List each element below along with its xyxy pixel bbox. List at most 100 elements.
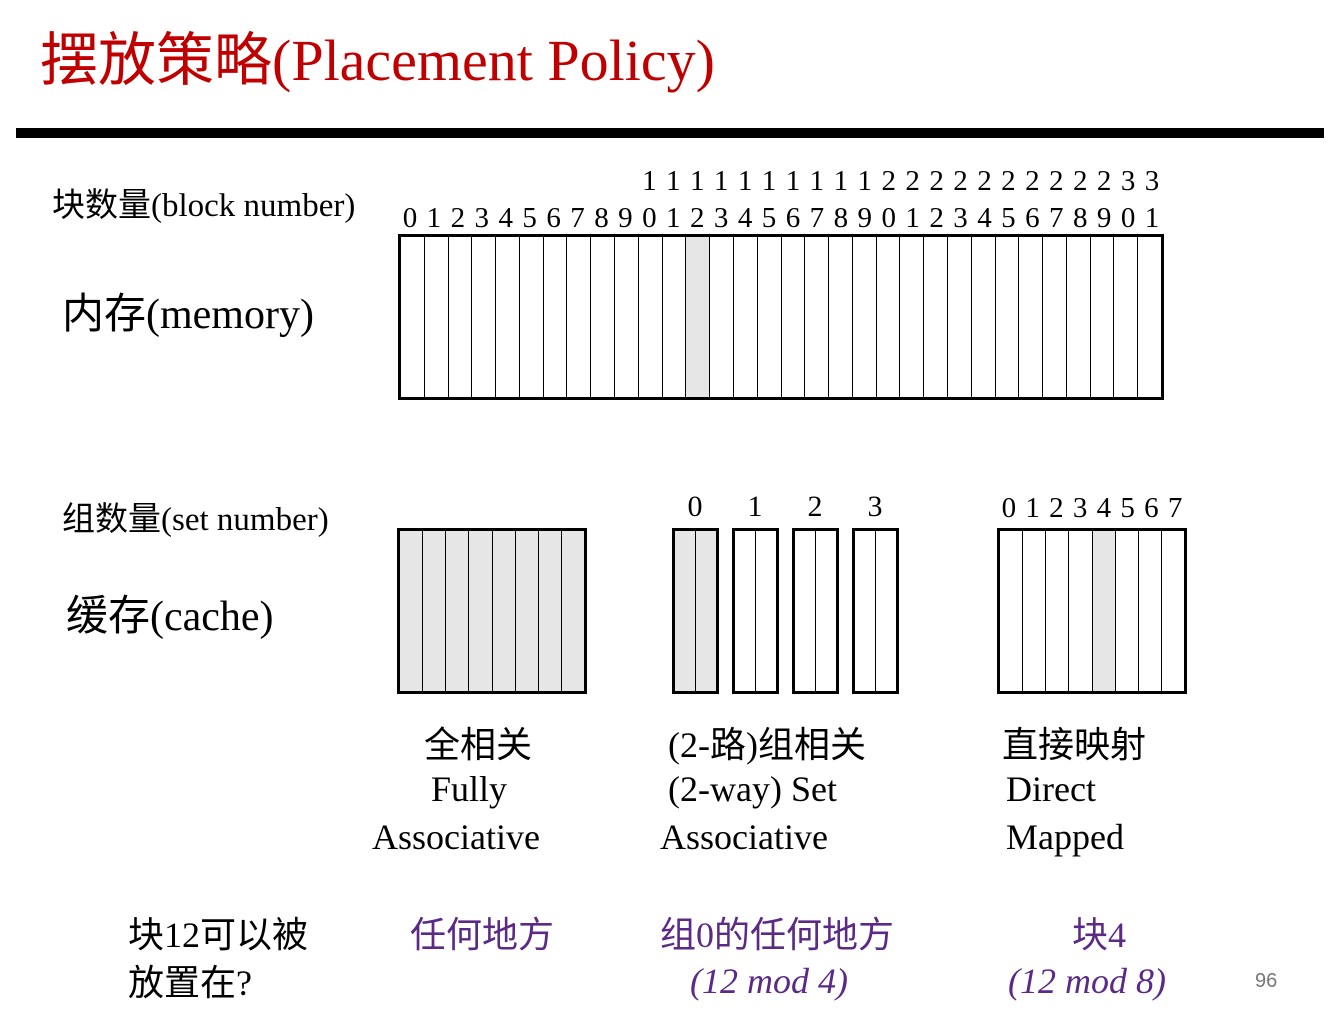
cache-block-cell xyxy=(675,531,696,691)
cache-block-cell xyxy=(639,237,663,397)
tens-digit: 2 xyxy=(1096,165,1112,197)
cache-block-cell xyxy=(1162,531,1184,691)
cache-block-cell xyxy=(734,237,758,397)
caption-fully-en1: Fully xyxy=(431,769,508,809)
ones-digit: 1 xyxy=(905,202,920,234)
cache-block-cell xyxy=(948,237,972,397)
question-line2: 放置在? xyxy=(128,963,252,1003)
tens-digit: 1 xyxy=(833,165,849,197)
cache-block-cell xyxy=(544,237,568,397)
ones-digit: 0 xyxy=(881,202,896,234)
direct-labels-digit: 3 xyxy=(1072,492,1088,524)
cache-block-cell xyxy=(710,237,734,397)
cache-block-cell xyxy=(1139,531,1162,691)
direct-labels-digit: 6 xyxy=(1144,492,1159,524)
tens-digit: 3 xyxy=(1144,165,1160,197)
tens-digit: 1 xyxy=(785,165,801,197)
cache-block-cell xyxy=(425,237,449,397)
cache-block-cell xyxy=(1069,531,1093,691)
ones-digit: 6 xyxy=(785,202,801,234)
direct-mapped-cache xyxy=(997,528,1187,694)
tens-digit: 1 xyxy=(761,165,777,197)
caption-direct-en1: Direct xyxy=(1006,769,1096,809)
cache-block-cell xyxy=(696,531,716,691)
answer-set-line1: 组0的任何地方 xyxy=(660,915,895,955)
memory-blocks xyxy=(398,234,1164,400)
ones-digit: 6 xyxy=(1025,202,1040,234)
cache-block-cell xyxy=(472,237,497,397)
answer-set-line2: (12 mod 4) xyxy=(690,961,848,1001)
cache-block-cell xyxy=(469,531,493,691)
cache-block-cell xyxy=(1043,237,1067,397)
ones-digit: 6 xyxy=(546,202,561,234)
block-number-label: 块数量(block number) xyxy=(52,188,356,224)
direct-labels-digit: 4 xyxy=(1096,492,1112,524)
cache-block-cell xyxy=(567,237,592,397)
direct-labels-digit: 1 xyxy=(1025,492,1040,524)
tens-digit: 1 xyxy=(666,165,681,197)
cache-block-cell xyxy=(492,531,516,691)
title-divider xyxy=(16,128,1324,138)
cache-block-cell xyxy=(561,531,584,691)
cache-block-cell xyxy=(855,531,876,691)
ones-digit: 4 xyxy=(737,202,753,234)
ones-digit: 4 xyxy=(498,202,513,234)
set-number-label-0: 0 xyxy=(687,490,703,523)
cache-block-cell xyxy=(996,237,1020,397)
cache-block-cell xyxy=(805,237,830,397)
tens-digit: 2 xyxy=(905,165,920,197)
cache-block-cell xyxy=(924,237,948,397)
ones-digit: 2 xyxy=(450,202,466,234)
caption-fully-en2: Associative xyxy=(372,817,540,857)
tens-digit: 2 xyxy=(977,165,992,197)
cache-block-cell xyxy=(1116,531,1139,691)
ones-digit: 9 xyxy=(618,202,633,234)
cache-set-2 xyxy=(792,528,839,694)
ones-digit: 7 xyxy=(1049,202,1064,234)
ones-digit: 1 xyxy=(426,202,442,234)
cache-block-cell xyxy=(1138,237,1161,397)
cache-block-cell xyxy=(401,237,425,397)
ones-digit: 8 xyxy=(1072,202,1088,234)
ones-digit: 5 xyxy=(1001,202,1016,234)
ones-digit: 3 xyxy=(713,202,729,234)
tens-digit: 2 xyxy=(929,165,944,197)
tens-digit: 2 xyxy=(953,165,968,197)
direct-labels-digit: 5 xyxy=(1120,492,1135,524)
tens-digit: 2 xyxy=(1049,165,1064,197)
cache-block-cell xyxy=(515,531,539,691)
cache-block-cell xyxy=(972,237,996,397)
ones-digit: 5 xyxy=(761,202,777,234)
direct-labels-digit: 2 xyxy=(1049,492,1064,524)
tens-digit: 1 xyxy=(809,165,825,197)
set-number-label-3: 3 xyxy=(867,490,883,523)
cache-block-cell xyxy=(735,531,756,691)
caption-direct-zh: 直接映射 xyxy=(1002,725,1147,765)
cache-block-cell xyxy=(829,237,853,397)
ones-digit: 1 xyxy=(666,202,681,234)
cache-block-cell xyxy=(853,237,877,397)
cache-block-cell xyxy=(496,237,520,397)
cache-block-cell xyxy=(1114,237,1139,397)
ones-digit: 8 xyxy=(833,202,849,234)
cache-block-cell xyxy=(1000,531,1024,691)
cache-block-cell xyxy=(423,531,447,691)
cache-block-cell xyxy=(1046,531,1070,691)
tens-digit: 1 xyxy=(713,165,729,197)
set-number-label-2: 2 xyxy=(807,490,823,523)
ones-digit: 2 xyxy=(689,202,705,234)
ones-digit: 2 xyxy=(929,202,944,234)
slide-title: 摆放策略(Placement Policy) xyxy=(40,28,715,93)
caption-direct-en2: Mapped xyxy=(1006,817,1124,857)
ones-digit: 8 xyxy=(594,202,609,234)
cache-block-cell xyxy=(877,237,901,397)
tens-digit: 1 xyxy=(689,165,705,197)
tens-digit: 2 xyxy=(881,165,896,197)
cache-block-cell xyxy=(900,237,925,397)
tens-digit: 2 xyxy=(1001,165,1016,197)
cache-block-cell xyxy=(1023,531,1047,691)
cache-block-cell xyxy=(449,237,473,397)
ones-digit: 4 xyxy=(977,202,992,234)
fully-associative-cache xyxy=(397,528,587,694)
